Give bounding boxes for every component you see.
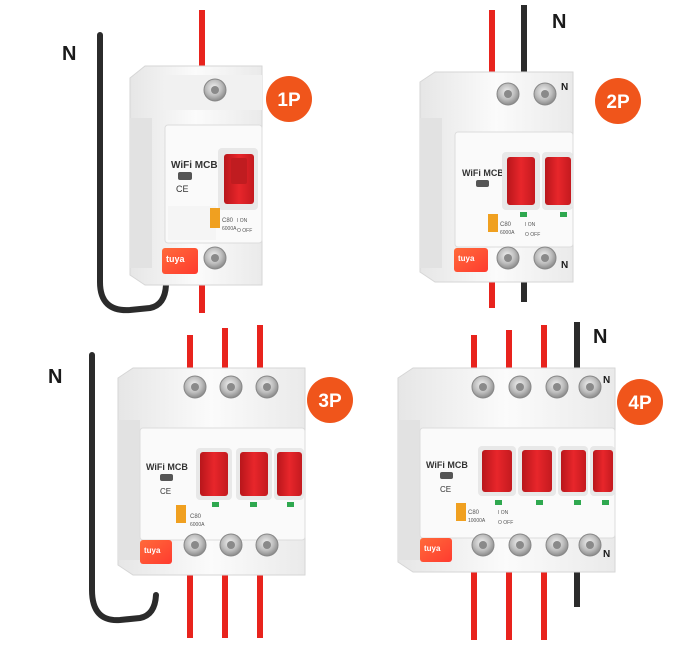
neutral-wire-bottom (521, 268, 527, 302)
phase-wire-top (489, 10, 495, 82)
svg-text:C80: C80 (190, 514, 202, 520)
neutral-label: N (62, 43, 76, 65)
panel-1p: N WiFi MCB CE C80 6000A I ON O OFF tuya … (62, 10, 312, 314)
toggle-handle (593, 450, 613, 492)
svg-text:I ON: I ON (237, 218, 248, 224)
svg-text:tuya: tuya (166, 254, 186, 264)
svg-text:10000A: 10000A (468, 518, 486, 524)
ce-mark: CE (440, 485, 451, 494)
svg-text:6000A: 6000A (222, 226, 237, 232)
svg-text:tuya: tuya (458, 254, 475, 263)
panel-4p: N N WiFi MCB CE C80 10000A I ON O OFF (397, 322, 663, 640)
tuya-logo (162, 248, 198, 274)
toggle-handle (482, 450, 512, 492)
phase-wire-bottom (187, 568, 193, 638)
svg-text:O OFF: O OFF (525, 232, 540, 238)
toggle-handle (240, 452, 268, 496)
device-label: WiFi MCB (171, 160, 218, 171)
svg-text:C80: C80 (500, 222, 512, 228)
terminal-n-label: N (603, 375, 610, 386)
svg-text:O OFF: O OFF (498, 520, 513, 526)
svg-text:6000A: 6000A (190, 522, 205, 528)
wifi-icon (160, 474, 173, 481)
neutral-wire-top (521, 5, 527, 82)
phase-wire-bottom (199, 268, 205, 313)
phase-wire-top (471, 335, 477, 375)
neutral-wire-bottom (574, 565, 580, 607)
terminal-n-label: N (603, 549, 610, 560)
phase-wire-top (257, 325, 263, 375)
svg-text:tuya: tuya (144, 546, 161, 555)
toggle-handle (277, 452, 302, 496)
neutral-wire-top (574, 322, 580, 375)
device-label: WiFi MCB (426, 460, 468, 470)
svg-text:C80: C80 (222, 218, 234, 224)
phase-wire-top (222, 328, 228, 375)
device-label: WiFi MCB (462, 168, 504, 178)
terminal-n-label: N (561, 82, 568, 93)
pole-badge (595, 78, 641, 124)
wifi-icon (440, 472, 453, 479)
toggle-handle (522, 450, 552, 492)
pole-badge (617, 379, 663, 425)
ce-mark: CE (176, 184, 189, 194)
phase-wire-bottom (257, 568, 263, 638)
svg-text:O OFF: O OFF (237, 228, 252, 234)
phase-wire-bottom (489, 268, 495, 308)
phase-wire-bottom (506, 565, 512, 640)
neutral-wire (89, 352, 159, 624)
phase-wire-top (541, 325, 547, 375)
phase-wire-bottom (541, 565, 547, 640)
svg-text:3P: 3P (318, 391, 342, 412)
tuya-logo (140, 540, 172, 564)
svg-text:4P: 4P (628, 393, 652, 414)
svg-text:1P: 1P (277, 90, 301, 111)
neutral-label: N (48, 366, 62, 388)
device-label: WiFi MCB (146, 462, 188, 472)
neutral-wire (97, 32, 169, 314)
phase-wire-top (187, 335, 193, 375)
pole-badge (307, 377, 353, 423)
tuya-logo (420, 538, 452, 562)
toggle-handle (200, 452, 228, 496)
phase-wire-top (199, 10, 205, 80)
toggle-handle (507, 157, 535, 205)
neutral-label: N (552, 11, 566, 33)
wifi-icon (178, 172, 192, 180)
svg-text:2P: 2P (606, 92, 630, 113)
ce-mark: CE (160, 487, 171, 496)
neutral-label: N (593, 326, 607, 348)
phase-wire-bottom (471, 565, 477, 640)
panel-2p: N N WiFi MCB C80 6000A I ON O OFF tuya N… (419, 5, 641, 308)
wifi-icon (476, 180, 489, 187)
phase-wire-bottom (222, 568, 228, 638)
terminal-n-label: N (561, 260, 568, 271)
svg-text:6000A: 6000A (500, 230, 515, 236)
tuya-logo (454, 248, 488, 272)
panel-3p: N WiFi MCB CE C80 6000A tuya 3P (48, 325, 353, 638)
pole-badge (266, 76, 312, 122)
toggle-handle (561, 450, 586, 492)
svg-text:C80: C80 (468, 510, 480, 516)
svg-text:I ON: I ON (498, 510, 509, 516)
toggle-handle (545, 157, 571, 205)
svg-text:I ON: I ON (525, 222, 536, 228)
phase-wire-top (506, 330, 512, 375)
svg-text:tuya: tuya (424, 544, 441, 553)
